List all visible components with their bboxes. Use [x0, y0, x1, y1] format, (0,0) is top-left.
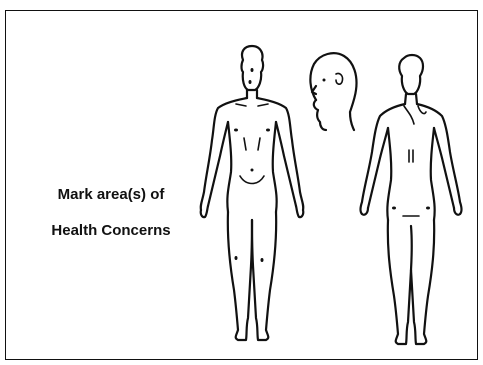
body-back-icon[interactable] — [0, 0, 483, 365]
